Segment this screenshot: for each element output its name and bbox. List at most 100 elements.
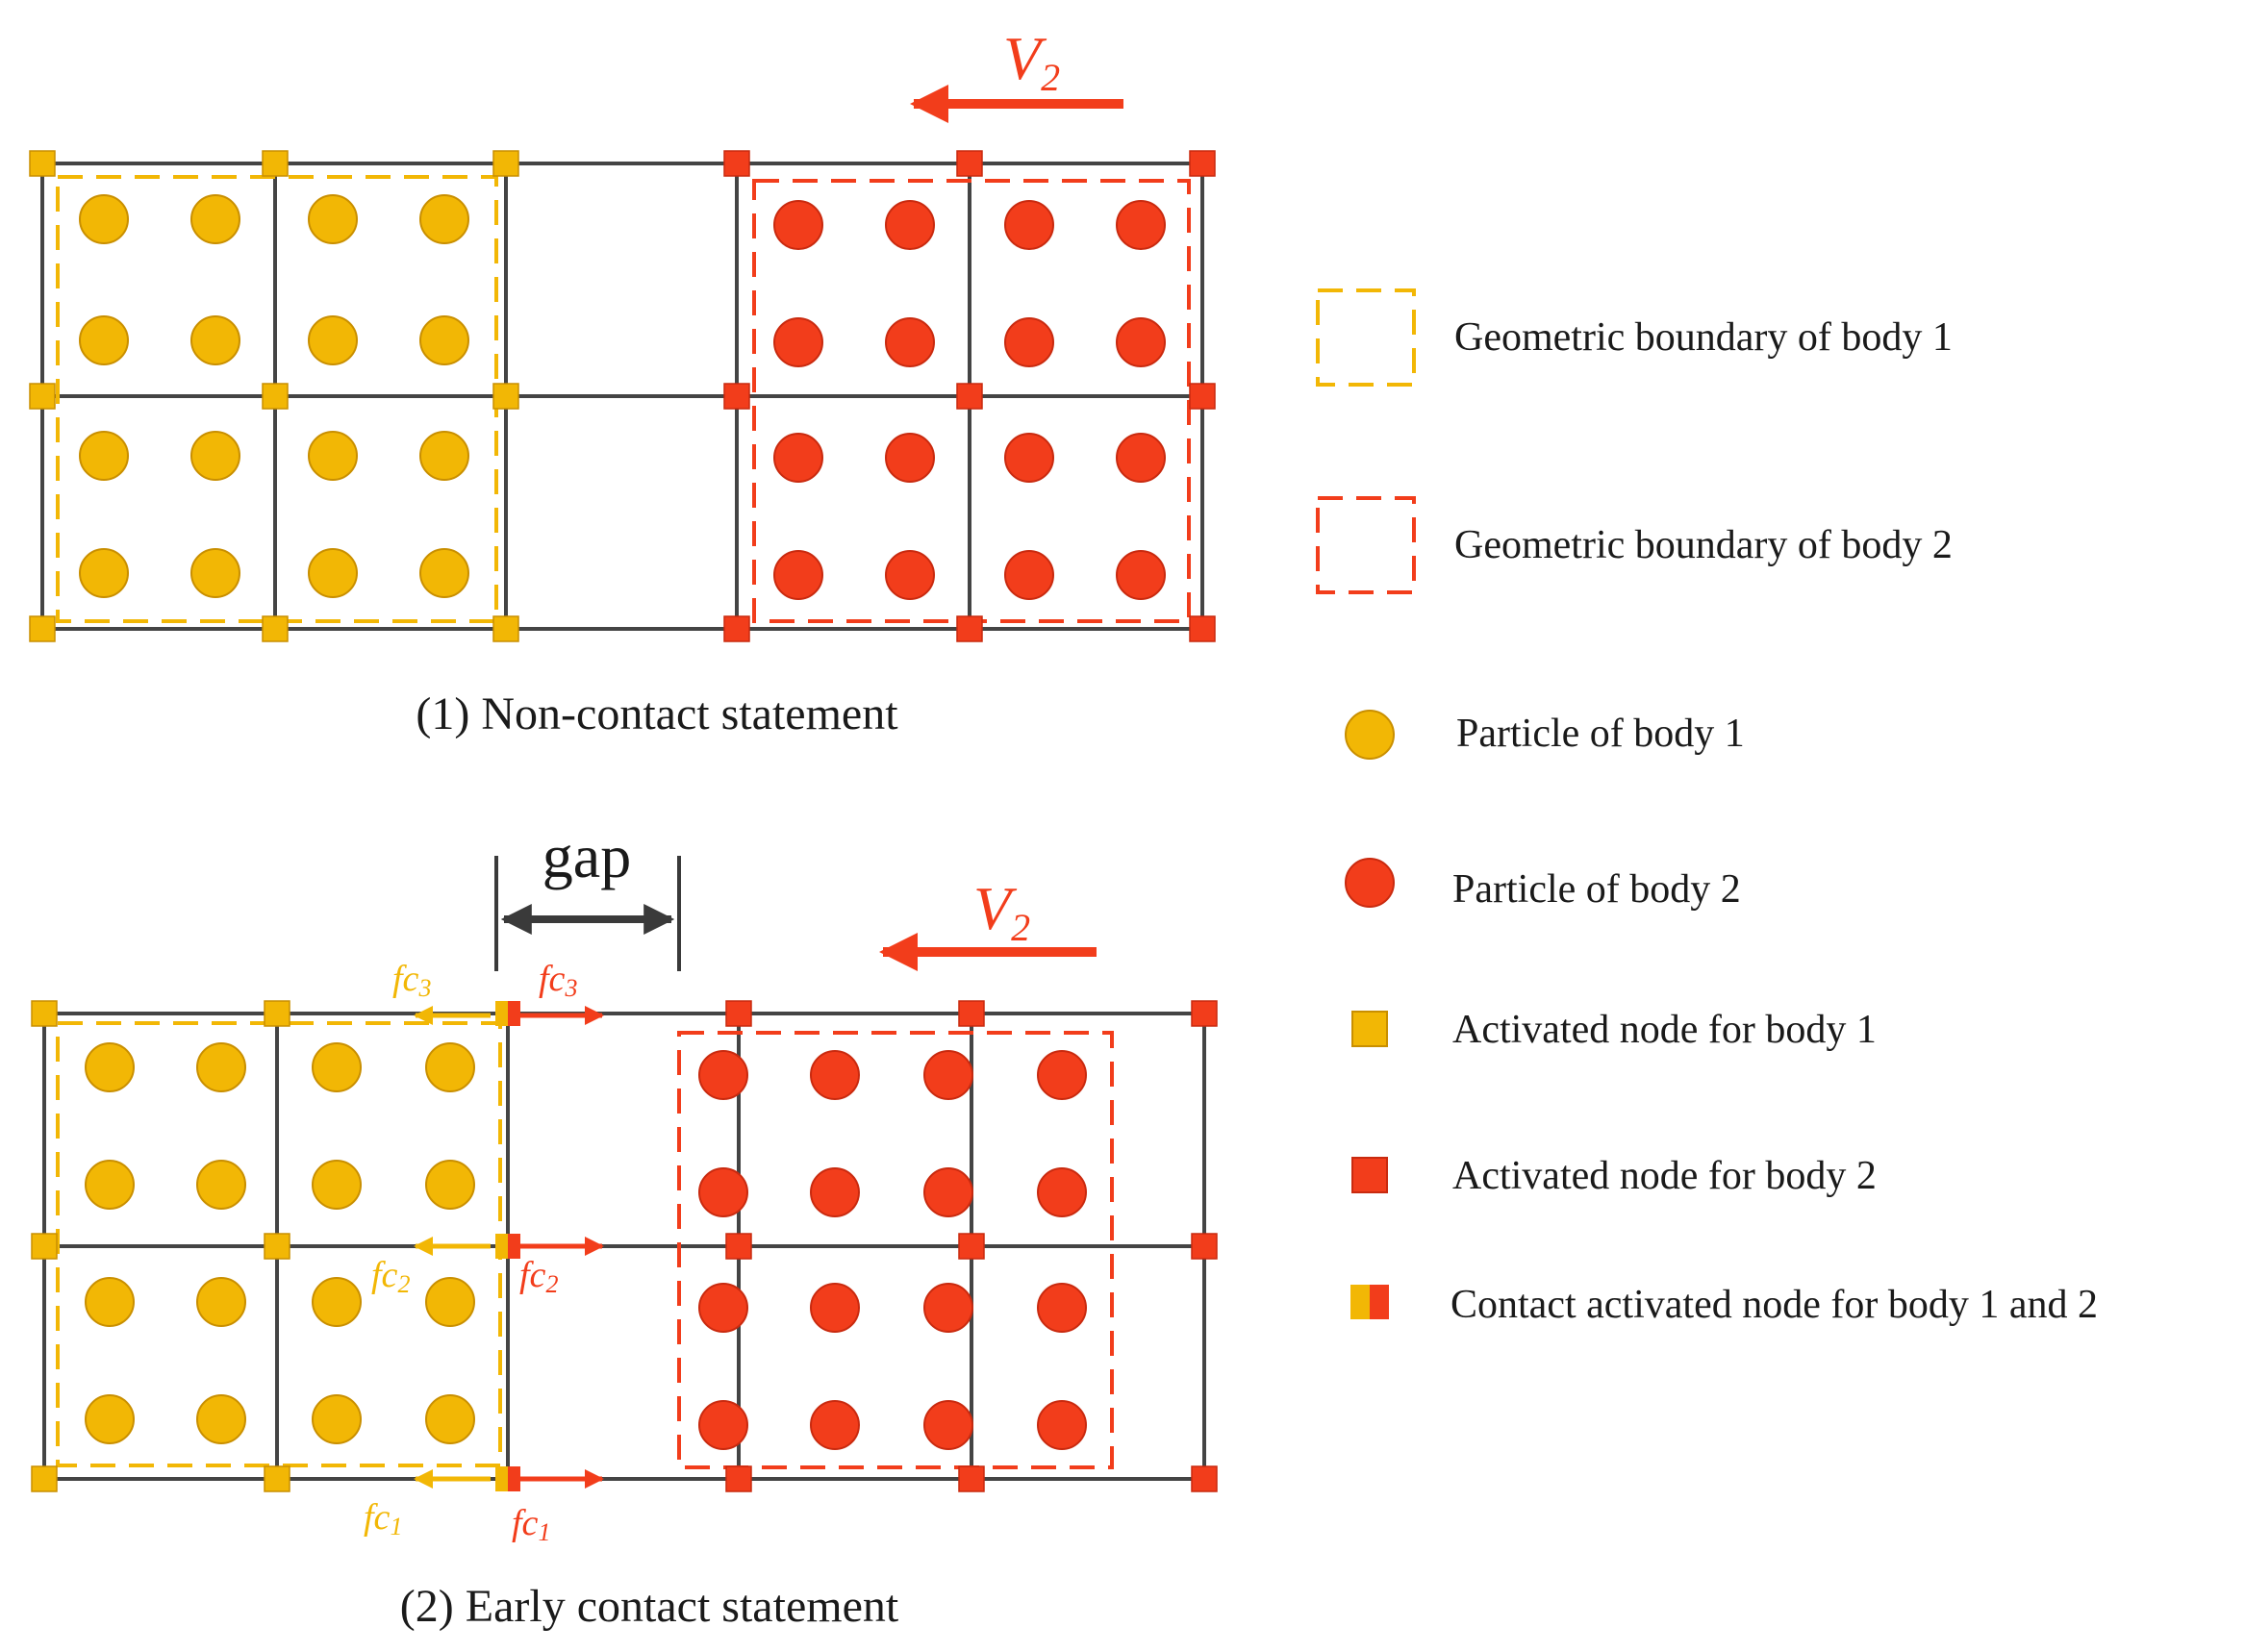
node-body1 [492, 615, 519, 642]
boundary-body2-panel2 [677, 1031, 1114, 1469]
contact-node-half-body1 [495, 1466, 508, 1491]
velocity-label: V2 [1003, 24, 1060, 99]
caption-panel2: (2) Early contact statement [400, 1581, 899, 1632]
particles-body2-panel2 [698, 1050, 1087, 1450]
particles-body1-panel1 [79, 194, 469, 598]
legend-label: Geometric boundary of body 1 [1454, 315, 1953, 360]
contact-forces: fc3 fc2 fc1 fc3 fc2 fc1 [364, 959, 604, 1546]
particle [1037, 1400, 1087, 1450]
particle [425, 1042, 475, 1092]
particle [196, 1277, 246, 1327]
particle [85, 1277, 135, 1327]
legend-label: Contact activated node for body 1 and 2 [1450, 1283, 2098, 1327]
particle [773, 433, 823, 483]
nodes-panel1 [29, 150, 1216, 642]
particle [85, 1160, 135, 1210]
particle [312, 1277, 362, 1327]
particle [312, 1160, 362, 1210]
contact-node-half-body2 [508, 1466, 520, 1491]
particle [1004, 550, 1054, 600]
legend-label: Geometric boundary of body 2 [1454, 523, 1953, 567]
legend-label: Particle of body 2 [1452, 867, 1741, 912]
force-label-body2: fc1 [512, 1503, 550, 1546]
node-body1 [262, 150, 289, 177]
nodes-panel2 [31, 1000, 1218, 1492]
contact-node-icon [1350, 1285, 1389, 1319]
legend-label: Activated node for body 2 [1452, 1154, 1877, 1198]
particle [1004, 317, 1054, 367]
particle [419, 315, 469, 365]
particle [425, 1160, 475, 1210]
node-body1 [264, 1000, 290, 1027]
node-body2 [956, 383, 983, 410]
particle [308, 315, 358, 365]
particle [698, 1400, 748, 1450]
node-body1 [31, 1000, 58, 1027]
force-label-body1: fc1 [364, 1497, 402, 1540]
particle [1116, 317, 1166, 367]
node-body2-icon [1351, 1157, 1388, 1193]
node-body1 [262, 615, 289, 642]
particle [885, 550, 935, 600]
force-label-body1: fc3 [392, 959, 431, 1002]
particle [190, 431, 240, 481]
particle [1037, 1283, 1087, 1333]
node-body2 [1191, 1465, 1218, 1492]
particle [196, 1042, 246, 1092]
node-body1 [492, 383, 519, 410]
node-body1 [492, 150, 519, 177]
particles-body2-panel1 [773, 200, 1166, 600]
particle-body2-icon [1345, 858, 1395, 908]
node-body2 [1189, 383, 1216, 410]
force-label-body2: fc2 [519, 1255, 558, 1298]
legend: Geometric boundary of body 1 Geometric b… [1316, 288, 2098, 1327]
node-body1 [262, 383, 289, 410]
particle [196, 1160, 246, 1210]
particle [773, 317, 823, 367]
particle [923, 1050, 973, 1100]
velocity-label: V2 [973, 874, 1030, 949]
panel-early-contact: gap V2 fc3 fc2 fc1 fc3 fc2 fc1 (2) [31, 822, 1218, 1632]
node-body2 [1191, 1000, 1218, 1027]
particle [79, 194, 129, 244]
node-body2 [958, 1000, 985, 1027]
legend-label: Particle of body 1 [1456, 712, 1745, 756]
node-body2 [956, 150, 983, 177]
particle [308, 548, 358, 598]
particle [79, 548, 129, 598]
particle [79, 315, 129, 365]
particle [312, 1042, 362, 1092]
legend-item-particle-body2: Particle of body 2 [1345, 858, 1741, 912]
legend-item-node-body1: Activated node for body 1 [1351, 1008, 1877, 1052]
particle [885, 200, 935, 250]
particle [85, 1042, 135, 1092]
node-body2 [1189, 150, 1216, 177]
contact-node [495, 1001, 520, 1026]
node-body1 [29, 615, 56, 642]
legend-item-node-body2: Activated node for body 2 [1351, 1154, 1877, 1198]
particle [190, 548, 240, 598]
contact-node-half-body1 [495, 1234, 508, 1259]
gap-indicator: gap [494, 822, 681, 971]
contact-node [495, 1466, 520, 1491]
node-body1 [31, 1233, 58, 1260]
node-body2 [958, 1465, 985, 1492]
legend-item-contact-node: Contact activated node for body 1 and 2 [1350, 1283, 2098, 1327]
force-label-body1: fc2 [371, 1255, 410, 1298]
node-body2 [725, 1465, 752, 1492]
particle [190, 194, 240, 244]
particle [698, 1283, 748, 1333]
node-body1 [264, 1233, 290, 1260]
particle [1116, 550, 1166, 600]
velocity-arrow-panel2: V2 [879, 874, 1097, 971]
particle [810, 1283, 860, 1333]
particle [425, 1394, 475, 1444]
contact-node [495, 1234, 520, 1259]
legend-item-boundary-body2: Geometric boundary of body 2 [1316, 496, 1953, 594]
node-body2 [725, 1233, 752, 1260]
particle [923, 1167, 973, 1217]
particle [773, 200, 823, 250]
velocity-arrow-panel1: V2 [910, 24, 1123, 123]
particle [85, 1394, 135, 1444]
